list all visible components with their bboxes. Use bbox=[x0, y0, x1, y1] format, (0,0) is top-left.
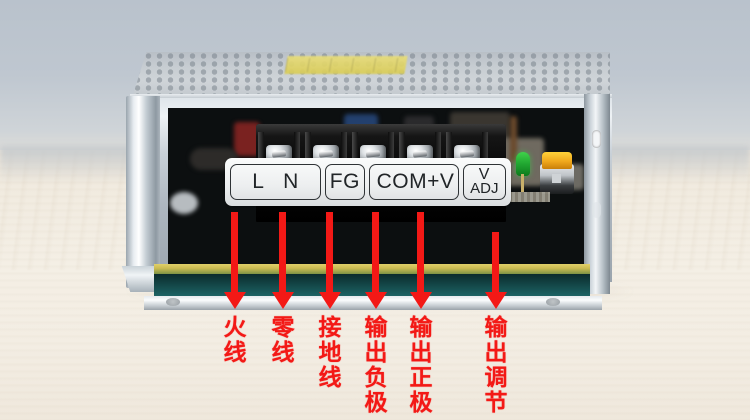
label-plus-v: +V bbox=[427, 170, 455, 193]
base-screw-hole-left bbox=[166, 298, 180, 306]
left-mounting-bracket bbox=[126, 96, 160, 288]
callout-arrowhead-earth-wire bbox=[319, 292, 341, 309]
label-adj: ADJ bbox=[470, 180, 499, 198]
callout-arrowhead-live-wire bbox=[224, 292, 246, 309]
voltage-trimmer-slot[interactable] bbox=[552, 174, 561, 183]
callout-line-output-positive bbox=[417, 212, 424, 294]
label-com: COM bbox=[376, 170, 428, 193]
internal-capacitor-red bbox=[234, 122, 260, 156]
voltage-trimmer-knob[interactable] bbox=[542, 152, 572, 169]
label-fg: FG bbox=[329, 170, 360, 193]
callout-label-earth-wire: 接地线 bbox=[318, 315, 342, 391]
pcb-silkscreen bbox=[506, 192, 550, 202]
callout-label-output-adjust: 输出调节 bbox=[484, 315, 508, 416]
callout-label-neutral-wire: 零线 bbox=[271, 315, 295, 366]
callout-arrowhead-output-adjust bbox=[485, 292, 507, 309]
callout-arrowhead-output-positive bbox=[410, 292, 432, 309]
internal-screw bbox=[170, 192, 198, 214]
power-led-indicator bbox=[516, 152, 530, 176]
internal-wire bbox=[510, 116, 517, 162]
label-box-com-plusv: COM +V bbox=[368, 164, 459, 200]
label-v: V bbox=[478, 166, 490, 184]
chassis-front-face: L N FG COM +V V ADJ bbox=[130, 98, 612, 282]
yellow-sticker bbox=[284, 56, 408, 74]
led-lead bbox=[521, 174, 524, 192]
callout-label-live-wire: 火线 bbox=[223, 315, 247, 366]
mounting-slot bbox=[592, 130, 601, 148]
terminal-block-top-rail bbox=[256, 124, 506, 136]
callout-line-neutral-wire bbox=[279, 212, 286, 294]
base-screw-hole bbox=[546, 298, 560, 306]
label-l: L bbox=[252, 170, 265, 193]
callout-label-output-negative: 输出负极 bbox=[364, 315, 388, 416]
callout-line-output-adjust bbox=[492, 232, 499, 294]
callout-arrowhead-output-negative bbox=[365, 292, 387, 309]
mounting-slot-secondary bbox=[592, 202, 601, 218]
label-box-v-adj: V ADJ bbox=[462, 164, 506, 200]
callout-label-output-positive: 输出正极 bbox=[409, 315, 433, 416]
label-box-fg: FG bbox=[325, 164, 365, 200]
terminal-label-strip: L N FG COM +V V ADJ bbox=[225, 158, 511, 206]
right-mounting-bracket bbox=[584, 94, 610, 294]
callout-arrowhead-neutral-wire bbox=[272, 292, 294, 309]
callout-line-live-wire bbox=[231, 212, 238, 294]
label-n: N bbox=[283, 170, 299, 193]
callout-line-earth-wire bbox=[326, 212, 333, 294]
power-supply-unit: L N FG COM +V V ADJ bbox=[118, 52, 620, 310]
label-box-ln: L N bbox=[230, 164, 322, 200]
callout-line-output-negative bbox=[372, 212, 379, 294]
chassis-top-edge bbox=[130, 94, 612, 101]
